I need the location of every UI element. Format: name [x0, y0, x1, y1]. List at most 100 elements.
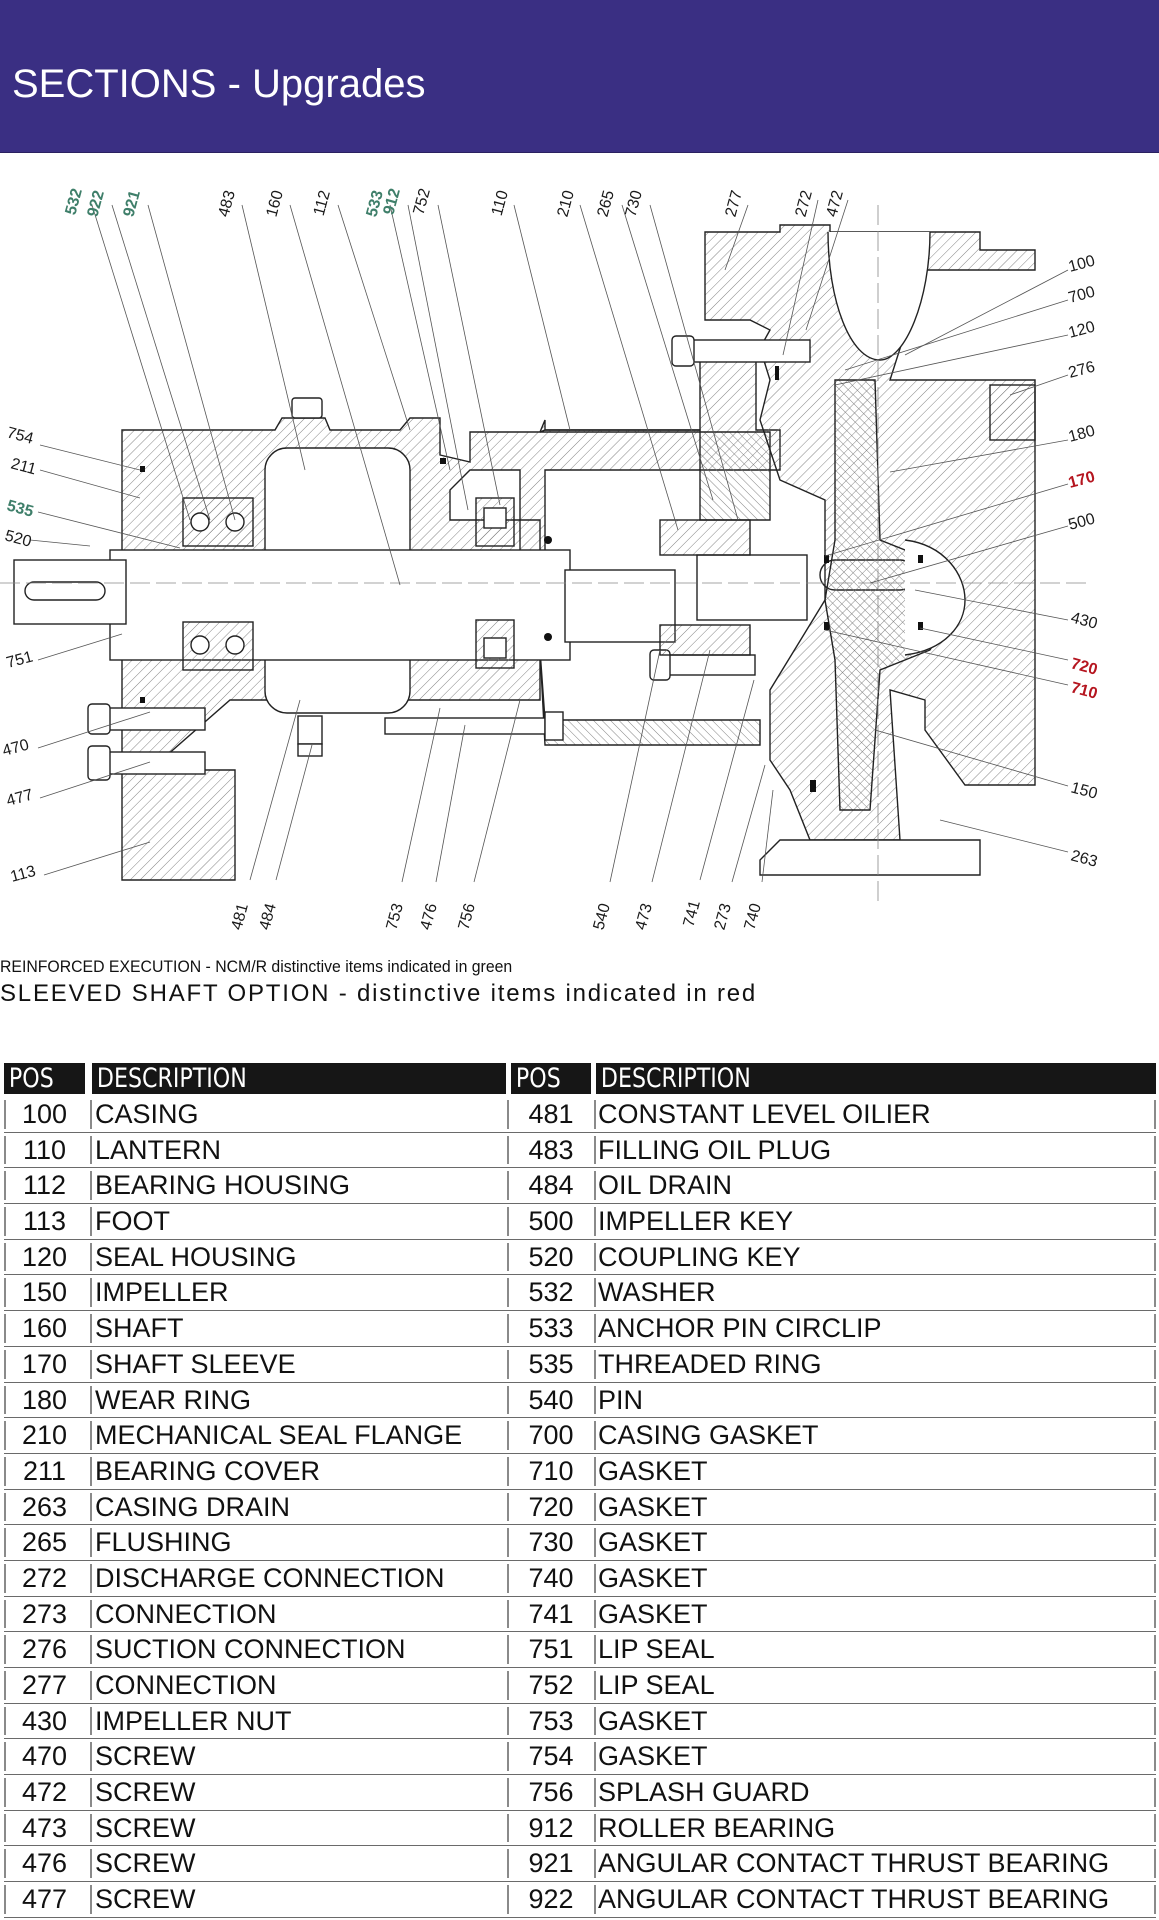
callout-label-272: 272 — [793, 189, 816, 219]
pos-cell: 710 — [528, 1455, 574, 1486]
header-banner: SECTIONS - Upgrades — [0, 0, 1159, 153]
pos-cell: 756 — [528, 1777, 574, 1808]
description-cell: ANCHOR PIN CIRCLIP — [598, 1313, 882, 1344]
column-divider — [90, 1813, 92, 1843]
callout-label-277: 277 — [723, 189, 746, 219]
column-divider — [507, 1671, 509, 1700]
leader-line — [37, 511, 181, 549]
description-cell: WASHER — [598, 1277, 716, 1308]
column-divider — [1154, 1635, 1156, 1664]
pos-cell: 484 — [528, 1170, 574, 1201]
callout-label-473: 473 — [633, 902, 656, 932]
leader-line — [401, 707, 441, 883]
callout-label-430: 430 — [1069, 609, 1099, 632]
column-divider — [507, 1599, 509, 1629]
leader-line — [939, 819, 1069, 853]
pos-cell: 720 — [528, 1491, 574, 1522]
callout-label-700: 700 — [1067, 284, 1097, 307]
description-cell: LIP SEAL — [598, 1634, 715, 1665]
description-cell: COUPLING KEY — [598, 1241, 801, 1272]
column-divider — [90, 1492, 92, 1522]
column-divider — [4, 1171, 6, 1201]
description-cell: LANTERN — [95, 1134, 222, 1165]
pos-cell: 535 — [528, 1348, 574, 1379]
column-divider — [594, 1671, 596, 1700]
pos-cell: 265 — [21, 1527, 68, 1558]
callout-label-753: 753 — [384, 902, 407, 932]
leader-line — [513, 204, 571, 431]
description-cell: DISCHARGE CONNECTION — [95, 1562, 445, 1593]
header-description-label: DESCRIPTION — [96, 1063, 247, 1094]
column-divider — [90, 1671, 92, 1700]
description-cell: GASKET — [598, 1491, 708, 1522]
column-divider — [507, 1706, 509, 1736]
column-divider — [507, 1456, 509, 1486]
column-divider — [594, 1742, 596, 1772]
leader-line — [699, 679, 755, 881]
column-divider — [1154, 1599, 1156, 1629]
column-divider — [507, 1563, 509, 1593]
description-cell: GASKET — [598, 1527, 708, 1558]
column-divider — [4, 1742, 6, 1772]
leader-line — [904, 269, 1069, 356]
column-divider — [507, 1349, 509, 1379]
pos-cell: 741 — [528, 1598, 574, 1629]
callout-label-912: 912 — [381, 187, 404, 217]
column-divider — [594, 1849, 596, 1879]
pos-cell: 752 — [528, 1670, 574, 1700]
column-divider — [507, 1100, 509, 1129]
column-divider — [1154, 1135, 1156, 1165]
pos-cell: 211 — [22, 1455, 67, 1486]
column-divider — [594, 1242, 596, 1272]
description-cell: CONSTANT LEVEL OILIER — [598, 1099, 931, 1129]
callout-label-500: 500 — [1067, 511, 1097, 534]
description-cell: WEAR RING — [95, 1384, 252, 1415]
pos-cell: 276 — [21, 1634, 68, 1665]
column-divider — [594, 1635, 596, 1664]
column-divider — [90, 1242, 92, 1272]
column-divider — [4, 1242, 6, 1272]
column-divider — [1154, 1706, 1156, 1736]
column-divider — [594, 1349, 596, 1379]
leader-line — [824, 629, 1069, 686]
column-divider — [90, 1278, 92, 1308]
column-divider — [90, 1100, 92, 1129]
leader-line — [249, 699, 301, 881]
column-divider — [507, 1242, 509, 1272]
column-divider — [90, 1314, 92, 1343]
description-cell: IMPELLER KEY — [598, 1206, 794, 1237]
leader-line — [621, 204, 714, 501]
description-cell: CASING DRAIN — [95, 1491, 291, 1522]
callout-label-532: 532 — [63, 187, 86, 217]
column-divider — [507, 1528, 509, 1557]
description-cell: GASKET — [598, 1741, 708, 1772]
column-divider — [4, 1885, 6, 1914]
callout-label-730: 730 — [623, 189, 646, 219]
column-divider — [507, 1314, 509, 1343]
callout-label-533: 533 — [364, 189, 387, 219]
callout-label-472: 472 — [824, 189, 847, 219]
column-divider — [594, 1885, 596, 1914]
column-divider — [4, 1813, 6, 1843]
pos-cell: 113 — [22, 1206, 67, 1237]
description-cell: THREADED RING — [598, 1348, 822, 1379]
column-divider — [594, 1171, 596, 1201]
description-cell: FOOT — [95, 1206, 170, 1237]
column-divider — [1154, 1100, 1156, 1129]
filling-oil-plug-483 — [291, 397, 323, 419]
callout-label-112: 112 — [311, 189, 334, 218]
description-cell: PIN — [598, 1384, 644, 1415]
column-divider — [507, 1135, 509, 1165]
pos-cell: 481 — [528, 1099, 574, 1129]
column-divider — [594, 1706, 596, 1736]
leader-line — [914, 589, 1069, 621]
description-cell: CASING — [95, 1099, 199, 1129]
leader-line — [651, 649, 711, 883]
